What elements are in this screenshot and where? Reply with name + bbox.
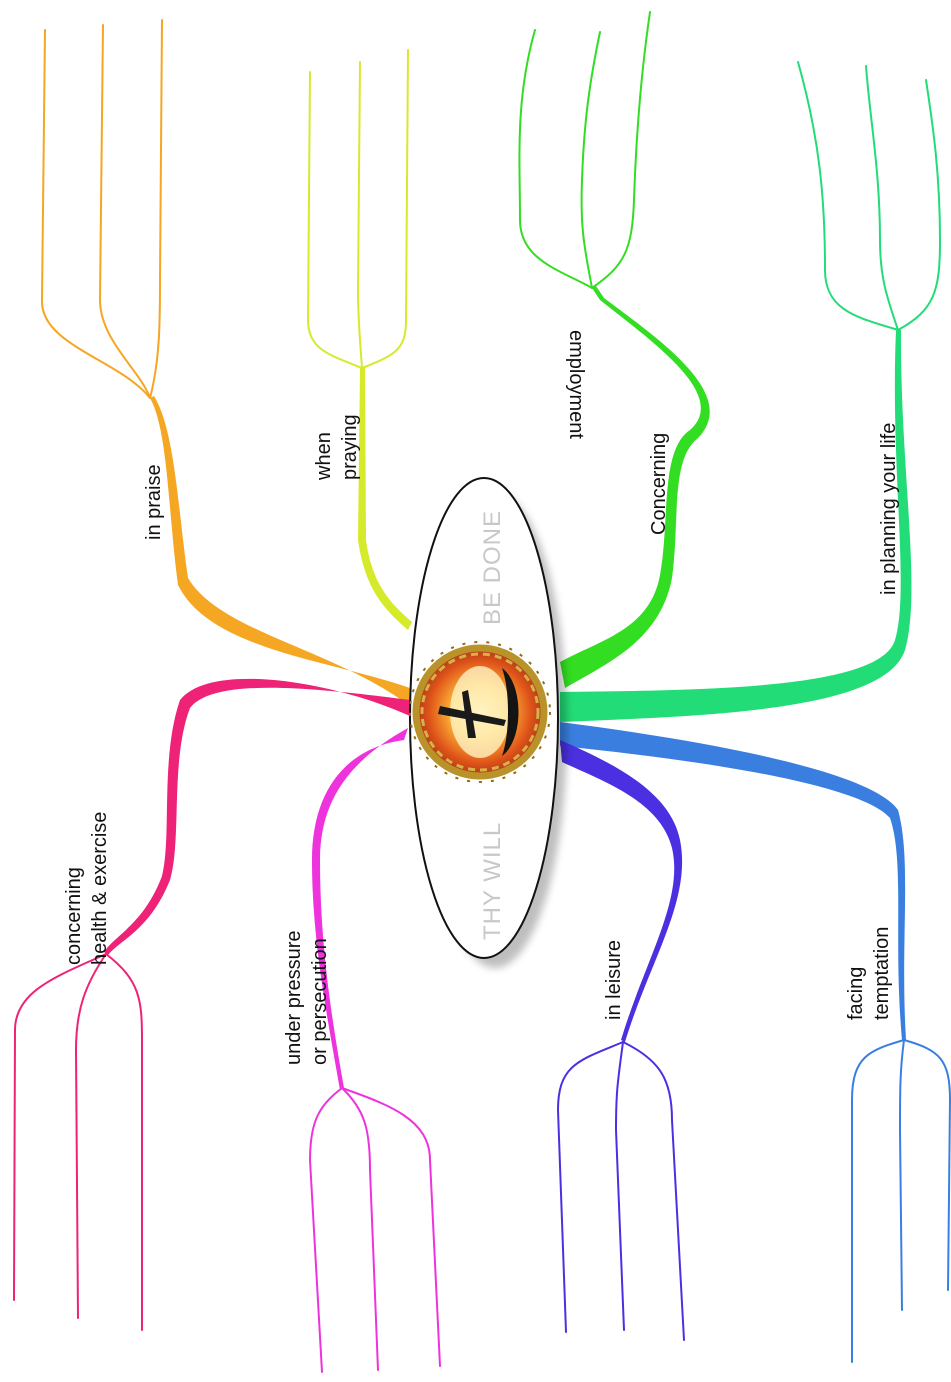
branch-employment[interactable]: Concerning employment [518, 11, 710, 688]
branch-persecution-label: under pressure or persecution [283, 925, 331, 1065]
branch-praise-twigs [40, 19, 163, 399]
branch-leisure-label: in leisure [603, 940, 625, 1020]
branch-employment-twigs [518, 11, 651, 289]
center-node[interactable]: THY WILL BE DONE [409, 477, 567, 968]
center-text-left: THY WILL [479, 822, 506, 940]
branch-persecution-twigs [308, 1087, 441, 1373]
branch-planning-stem [560, 330, 912, 722]
branch-praise-label: in praise [143, 464, 165, 540]
branch-temptation[interactable]: facing temptation [560, 722, 951, 1363]
crown-of-thorns-cross-icon [409, 641, 551, 783]
branch-leisure-twigs [556, 1041, 685, 1341]
branch-leisure[interactable]: in leisure [556, 740, 685, 1341]
branch-health-twigs [13, 953, 143, 1331]
branch-praise[interactable]: in praise [40, 19, 410, 706]
branch-employment-label-line2: employment [565, 330, 587, 439]
branch-persecution[interactable]: under pressure or persecution [283, 728, 441, 1373]
branch-temptation-label: facing temptation [845, 927, 893, 1020]
branch-employment-label: Concerning [648, 433, 670, 535]
center-text-right: BE DONE [479, 510, 506, 625]
branch-leisure-stem [560, 740, 683, 1042]
branch-health[interactable]: concerning health & exercise [13, 678, 410, 1331]
branch-praying-stem [358, 368, 412, 630]
branch-planning-twigs [797, 61, 942, 331]
branch-health-stem [104, 678, 410, 955]
branch-planning[interactable]: in planning your life [560, 61, 942, 722]
branch-praying-twigs [306, 49, 409, 369]
branch-health-label: concerning health & exercise [63, 812, 111, 965]
branch-praise-stem [150, 396, 410, 706]
branch-temptation-twigs [851, 1039, 951, 1363]
branch-praying[interactable]: when praying [306, 49, 412, 630]
branch-planning-label: in planning your life [878, 423, 900, 595]
branch-praying-label: when praying [313, 414, 361, 481]
